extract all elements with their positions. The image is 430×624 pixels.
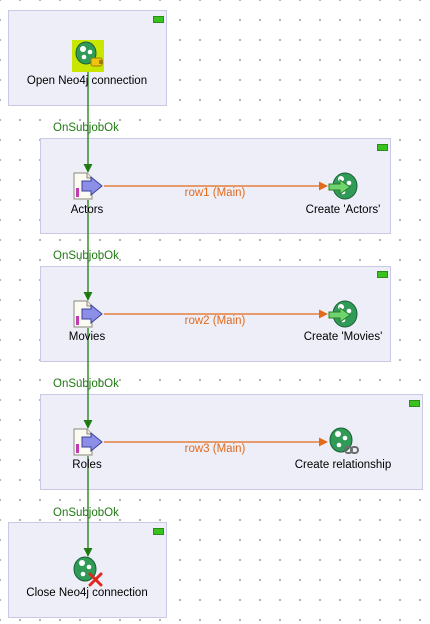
- row-label: row1 (Main): [184, 187, 246, 199]
- component-label: Open Neo4j connection: [26, 75, 148, 87]
- file-input-icon[interactable]: [72, 298, 104, 330]
- file-input-icon[interactable]: [72, 170, 104, 202]
- row-label: row3 (Main): [184, 443, 246, 455]
- component-label: Close Neo4j connection: [26, 587, 148, 599]
- component-label: Create 'Movies': [303, 331, 383, 343]
- neo4j-output-icon[interactable]: [328, 170, 360, 202]
- row-label: row2 (Main): [184, 315, 246, 327]
- trigger-label: OnSubjobOk: [53, 378, 119, 390]
- component-label: Roles: [72, 459, 102, 471]
- component-label: Create 'Actors': [305, 204, 381, 216]
- neo4j-close-icon[interactable]: [72, 555, 104, 587]
- trigger-label: OnSubjobOk: [53, 122, 119, 134]
- file-input-icon[interactable]: [72, 426, 104, 458]
- trigger-label: OnSubjobOk: [53, 250, 119, 262]
- collapse-subjob-button[interactable]: [377, 271, 388, 278]
- neo4j-relationship-icon[interactable]: [328, 426, 360, 458]
- component-label: Actors: [70, 204, 104, 216]
- collapse-subjob-button[interactable]: [409, 400, 420, 407]
- collapse-subjob-button[interactable]: [153, 16, 164, 23]
- neo4j-output-icon[interactable]: [328, 298, 360, 330]
- neo4j-connection-icon[interactable]: [72, 40, 104, 72]
- component-label: Create relationship: [294, 459, 392, 471]
- component-label: Movies: [68, 331, 106, 343]
- collapse-subjob-button[interactable]: [377, 144, 388, 151]
- trigger-label: OnSubjobOk: [53, 507, 119, 519]
- collapse-subjob-button[interactable]: [153, 528, 164, 535]
